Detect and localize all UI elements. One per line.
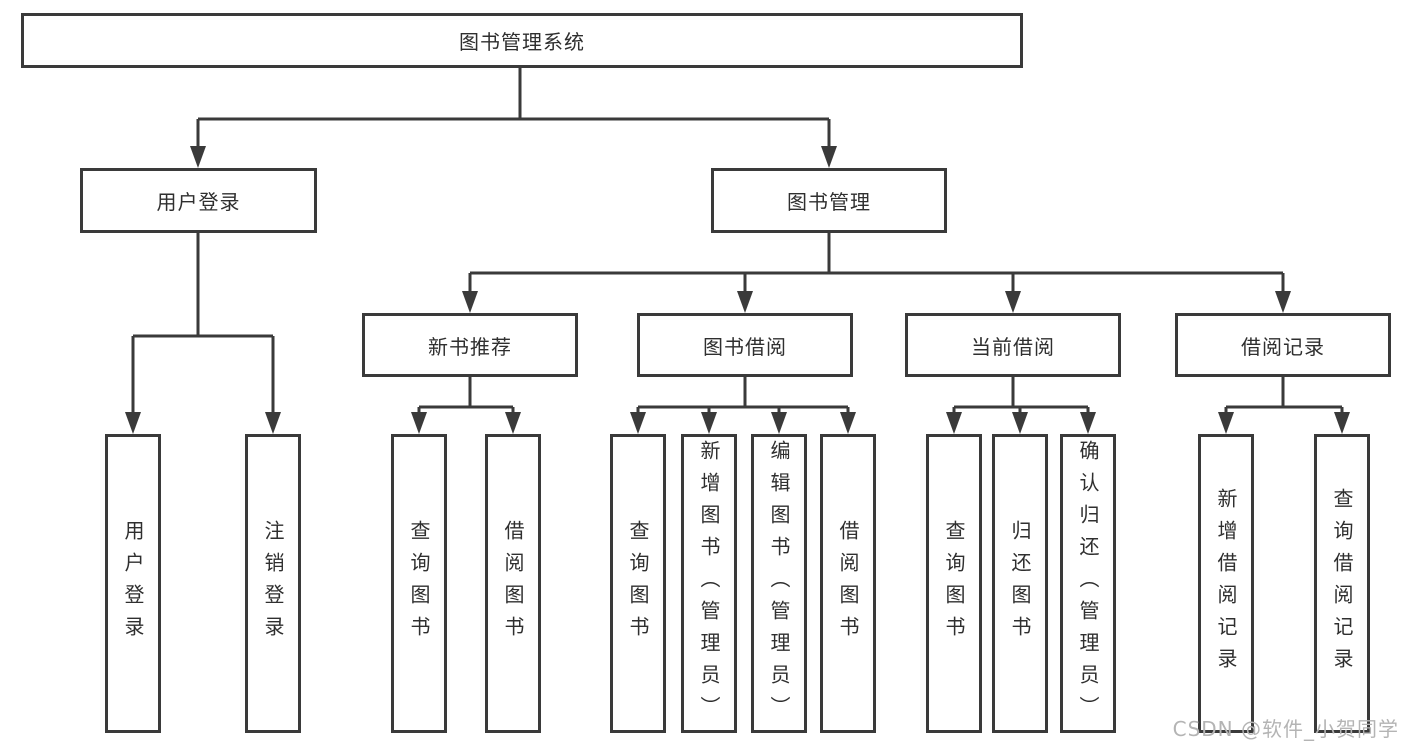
node-label: 借阅记录 [1241,334,1325,359]
node-user-login: 用户登录 [80,168,317,233]
node-label: 当前借阅 [971,334,1055,359]
leaf-return-books: 归还图书 [992,434,1048,733]
leaf-confirm-return-admin: 确认归还（管理员） [1060,434,1116,733]
connector-newbook-to-leaves [417,377,515,418]
leaf-label: 查询图书 [626,519,650,648]
node-label: 图书管理系统 [459,30,585,54]
leaf-query-books-current: 查询图书 [926,434,982,733]
leaf-query-borrow-record: 查询借阅记录 [1314,434,1370,733]
leaf-edit-books-admin: 编辑图书（管理员） [751,434,807,733]
node-book-borrowing: 图书借阅 [637,313,853,377]
leaf-user-login: 用户登录 [105,434,161,733]
leaf-logout: 注销登录 [245,434,301,733]
leaf-label: 新增图书（管理员） [697,439,721,728]
leaf-label: 新增借阅记录 [1214,487,1238,680]
leaf-label: 查询借阅记录 [1330,487,1354,680]
leaf-label: 查询图书 [942,519,966,648]
connector-currentborrow-to-leaves [952,377,1090,418]
connector-root-to-level1 [196,68,831,150]
leaf-label: 确认归还（管理员） [1076,439,1100,728]
node-label: 图书借阅 [703,334,787,359]
leaf-label: 注销登录 [261,519,285,648]
leaf-label: 用户登录 [121,519,145,648]
node-current-borrowing: 当前借阅 [905,313,1121,377]
leaf-add-books-admin: 新增图书（管理员） [681,434,737,733]
node-label: 用户登录 [156,190,241,214]
node-borrowing-records: 借阅记录 [1175,313,1391,377]
leaf-borrow-books-recommend: 借阅图书 [485,434,541,733]
leaf-query-books-recommend: 查询图书 [391,434,447,733]
node-new-book-recommendation: 新书推荐 [362,313,578,377]
leaf-label: 借阅图书 [501,519,525,648]
leaf-borrow-books: 借阅图书 [820,434,876,733]
leaf-label: 编辑图书（管理员） [767,439,791,728]
connector-records-to-leaves [1224,377,1344,418]
leaf-label: 借阅图书 [836,519,860,648]
connector-userlogin-to-leaves [131,233,275,416]
leaf-label: 查询图书 [407,519,431,648]
leaf-query-books-borrowing: 查询图书 [610,434,666,733]
connector-bookborrow-to-leaves [636,377,850,418]
node-library-management-system: 图书管理系统 [21,13,1023,68]
csdn-watermark: CSDN @软件_小贺同学 [1172,717,1399,741]
node-label: 图书管理 [787,190,871,214]
node-label: 新书推荐 [428,334,512,359]
leaf-add-borrow-record: 新增借阅记录 [1198,434,1254,733]
leaf-label: 归还图书 [1008,519,1032,648]
node-book-management: 图书管理 [711,168,947,233]
connector-bookmgmt-to-level2 [468,233,1285,295]
